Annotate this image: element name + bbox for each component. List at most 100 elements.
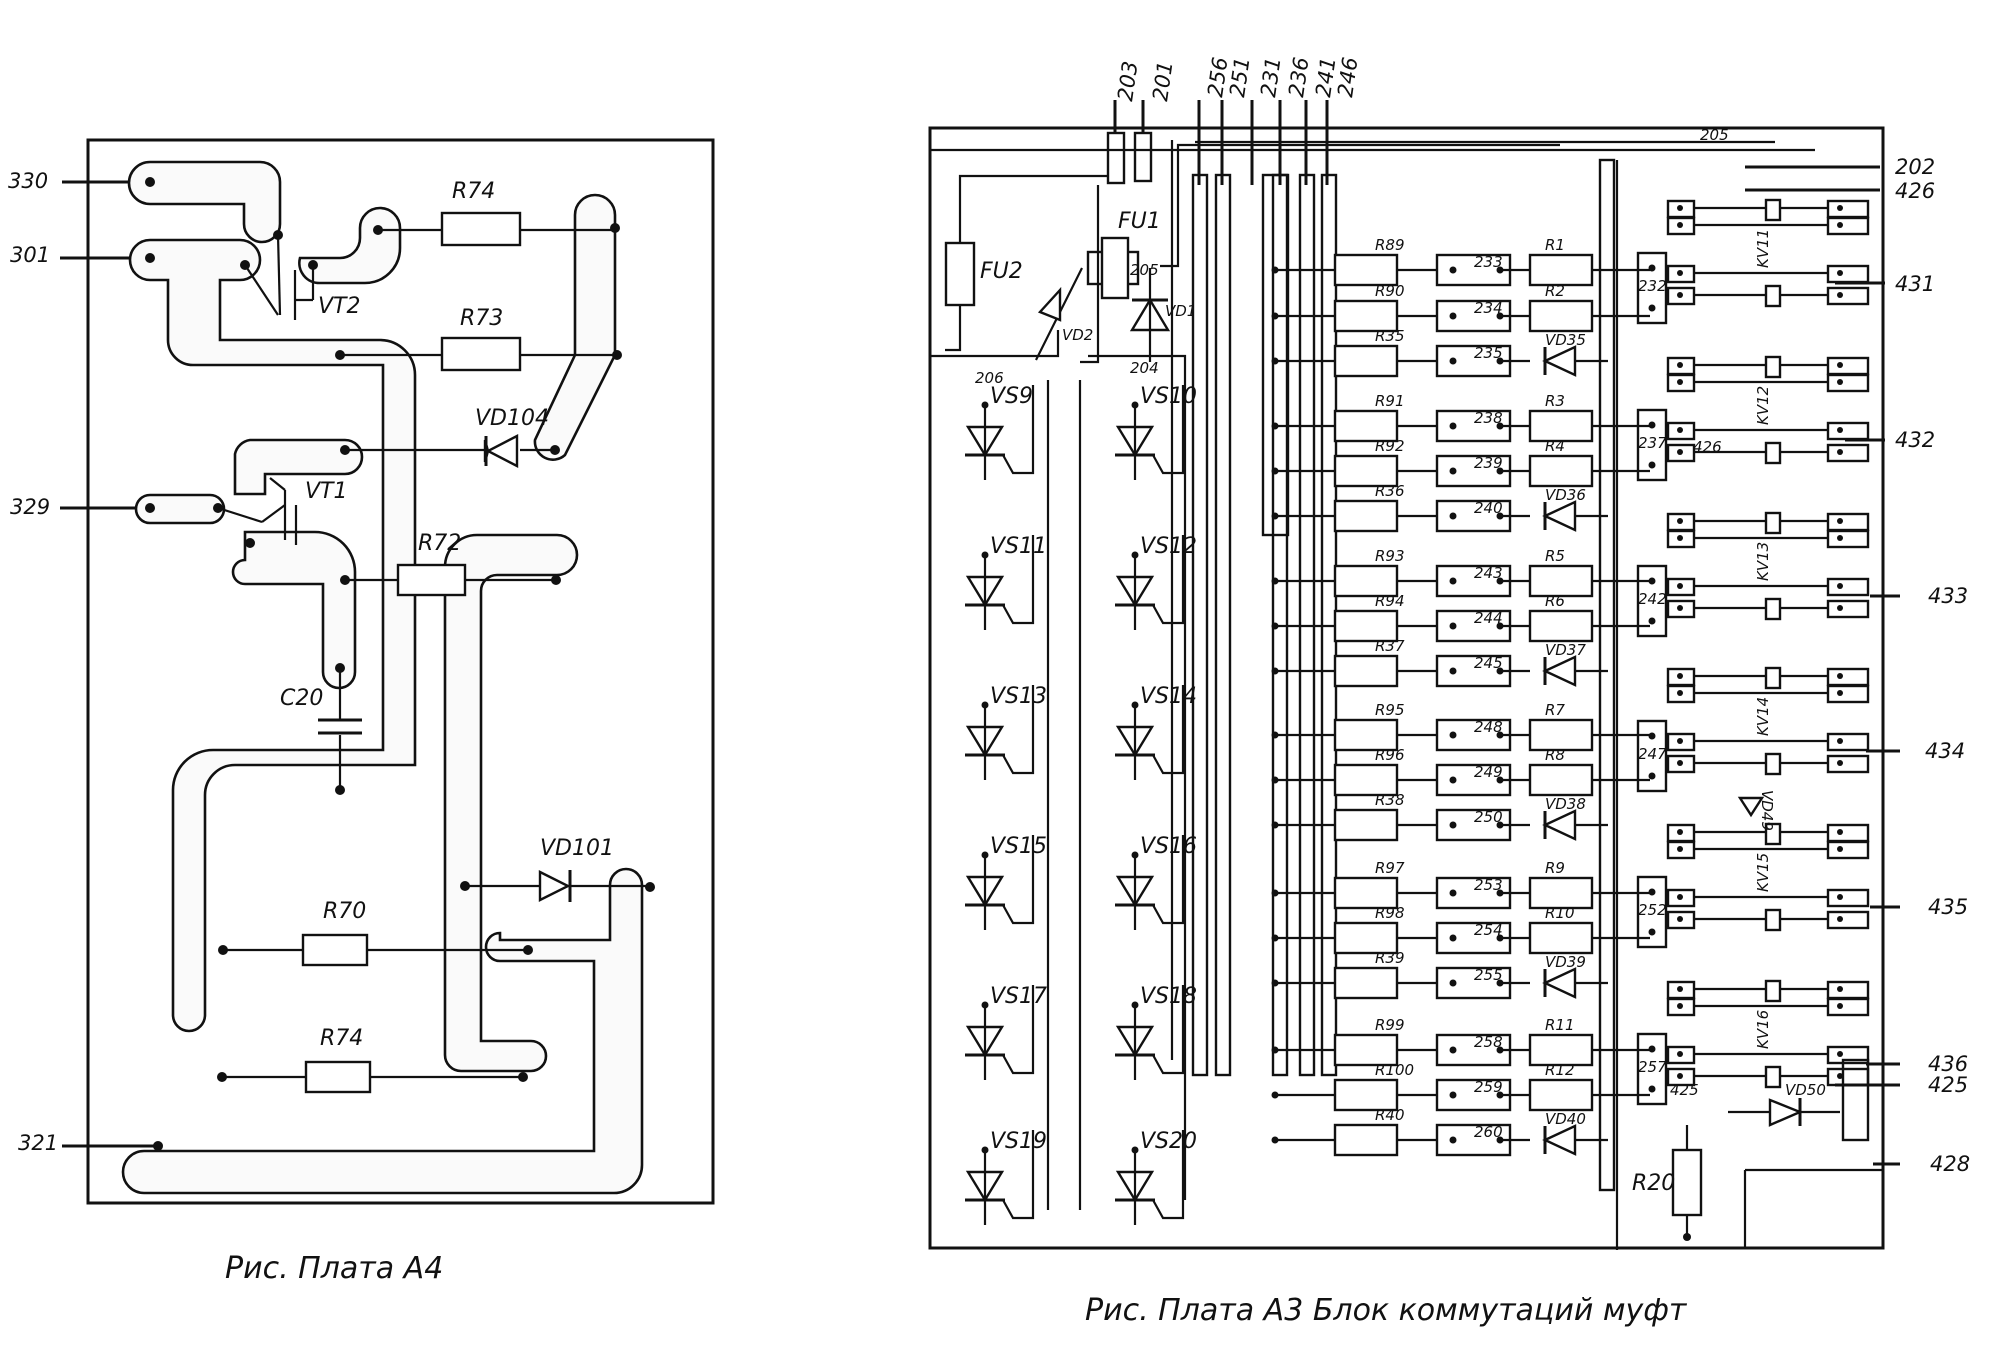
node-block — [1435, 454, 1512, 488]
label-r73: R73 — [460, 306, 503, 331]
terminal-425: 425 — [1928, 1073, 1968, 1097]
label-resistor-left: R92 — [1375, 437, 1405, 455]
resistor-r12 — [1528, 1078, 1594, 1112]
terminal-251: 251 — [1225, 56, 1254, 99]
label-vs12: VS12 — [1140, 534, 1197, 559]
diode-vd104-symbol — [483, 434, 519, 468]
thyristor-vs9: VS9 — [965, 384, 1035, 480]
net-426-inner: 426 — [1693, 438, 1722, 456]
label-relay-kv11: KV11 — [1754, 229, 1772, 268]
resistor-r37 — [1333, 654, 1399, 688]
label-vs20: VS20 — [1140, 1129, 1197, 1154]
terminal-202: 202 — [1895, 155, 1935, 179]
label-node: 260 — [1474, 1123, 1503, 1141]
a4-wires — [217, 228, 650, 1079]
label-resistor-right: R12 — [1545, 1061, 1575, 1079]
label-vd49: VD49 — [1758, 790, 1776, 831]
terminal-435: 435 — [1928, 895, 1968, 919]
group-node-block: 237 — [1636, 355, 1870, 482]
node-block — [1435, 763, 1512, 797]
label-node: 255 — [1474, 966, 1503, 984]
resistor-r96 — [1333, 763, 1399, 797]
group-node-block: 257 — [1636, 979, 1870, 1106]
terminal-246: 246 — [1333, 56, 1362, 99]
label-resistor-right: R9 — [1545, 859, 1565, 877]
label-resistor-left: R37 — [1375, 637, 1405, 655]
resistor-r74-bottom — [304, 1060, 372, 1094]
label-relay-kv12: KV12 — [1754, 386, 1772, 425]
label-resistor-left: R38 — [1375, 791, 1405, 809]
label-diode: VD35 — [1545, 331, 1586, 349]
terminal-236: 236 — [1284, 56, 1313, 99]
label-vs13: VS13 — [990, 684, 1047, 709]
label-vt2: VT2 — [318, 294, 361, 319]
resistor-r10 — [1528, 921, 1594, 955]
label-node: 238 — [1474, 409, 1503, 427]
resistor-r38 — [1333, 808, 1399, 842]
label-vd101: VD101 — [540, 836, 614, 861]
terminal-321: 321 — [18, 1131, 58, 1155]
thyristor-vs13: VS13 — [965, 684, 1047, 780]
label-vs16: VS16 — [1140, 834, 1197, 859]
fuse-fu2 — [944, 241, 976, 307]
label-node: 254 — [1474, 921, 1503, 939]
label-relay-kv13: KV13 — [1754, 542, 1772, 581]
label-vs14: VS14 — [1140, 684, 1197, 709]
resistor-r89 — [1333, 253, 1399, 287]
resistor-r9 — [1528, 876, 1594, 910]
label-node: 259 — [1474, 1078, 1503, 1096]
relay-column: 232237242247252257KV11KV12KV13KV14KV15KV… — [1636, 198, 1870, 1106]
diode-vd35-symbol — [1542, 345, 1577, 377]
label-resistor-right: R3 — [1545, 392, 1565, 410]
thyristor-vs12: VS12 — [1115, 534, 1197, 630]
caption-a4: Рис. Плата А4 — [225, 1251, 443, 1286]
label-resistor-right: R8 — [1545, 746, 1565, 764]
diode-vd101-symbol — [538, 870, 572, 902]
label-vs15: VS15 — [990, 834, 1047, 859]
label-resistor-left: R97 — [1375, 859, 1405, 877]
resistor-r11 — [1528, 1033, 1594, 1067]
label-resistor-left: R89 — [1375, 236, 1405, 254]
group-node-block: 242 — [1636, 511, 1870, 638]
thyristor-vs20: VS20 — [1115, 1129, 1197, 1225]
label-node: 233 — [1474, 253, 1503, 271]
label-r20: R20 — [1632, 1171, 1675, 1196]
fuse-fu1 — [1100, 236, 1130, 300]
connector-203 — [1106, 131, 1126, 185]
label-resistor-left: R91 — [1375, 392, 1405, 410]
label-vs9: VS9 — [990, 384, 1033, 409]
label-resistor-right: R2 — [1545, 282, 1565, 300]
terminal-426: 426 — [1895, 179, 1935, 203]
a3-top-terminals: 203 201 256 251 231 236 241 246 — [1113, 56, 1362, 103]
diode-vd49-symbol — [1737, 796, 1765, 818]
board-a3: 203 201 256 251 231 236 241 246 202 426 … — [928, 56, 1970, 1328]
label-r74-bottom: R74 — [320, 1026, 363, 1051]
label-resistor-left: R100 — [1375, 1061, 1414, 1079]
board-a4: 330 301 329 321 — [8, 138, 715, 1286]
label-resistor-right: R11 — [1545, 1016, 1575, 1034]
label-vd2: VD2 — [1062, 326, 1093, 344]
label-node: 244 — [1474, 609, 1503, 627]
label-resistor-right: R6 — [1545, 592, 1565, 610]
terminal-434: 434 — [1925, 739, 1965, 763]
label-resistor-left: R35 — [1375, 327, 1405, 345]
resistor-r74-top — [440, 211, 522, 247]
thyristor-vs18: VS18 — [1115, 984, 1197, 1080]
resistor-row: R91 238 R3 — [1271, 392, 1650, 443]
label-vd104: VD104 — [475, 406, 549, 431]
group-node-block: 232 — [1636, 198, 1870, 325]
board-a4-outline — [86, 138, 715, 1205]
label-vs11: VS11 — [990, 534, 1047, 559]
diode-vd37-symbol — [1542, 655, 1577, 687]
label-vs10: VS10 — [1140, 384, 1197, 409]
node-block — [1435, 409, 1512, 443]
